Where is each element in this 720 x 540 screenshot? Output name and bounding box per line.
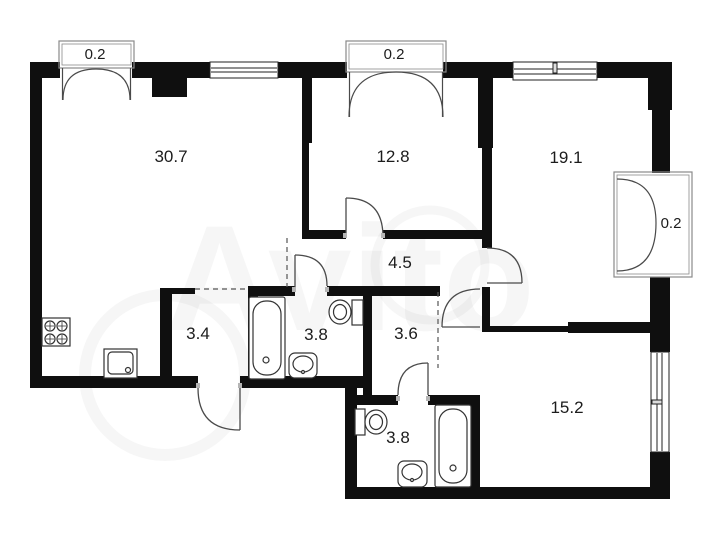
door-bath-bottom — [397, 362, 429, 396]
windows — [209, 61, 670, 453]
toilet-top-icon — [328, 299, 364, 326]
door-hall-to-room19 — [486, 247, 523, 284]
label-bath-top: 3.8 — [304, 325, 328, 344]
wall-segment — [482, 287, 490, 332]
wall-segment — [650, 277, 670, 352]
fixtures — [41, 296, 472, 488]
door-bath-top — [294, 254, 328, 287]
wall-segment — [302, 78, 312, 143]
wall-segment — [428, 395, 472, 405]
window-room15-icon — [650, 351, 670, 453]
bathtub-bottom-icon — [434, 404, 472, 488]
balconies — [58, 40, 693, 278]
wall-segment — [363, 286, 372, 405]
door-room12 — [345, 197, 384, 238]
wall-column — [478, 62, 493, 148]
wall-segment — [470, 395, 480, 495]
wall-segment — [327, 286, 440, 296]
label-hall: 4.5 — [388, 253, 412, 272]
wall-segment — [160, 288, 195, 294]
label-balcony-left: 0.2 — [85, 46, 106, 63]
label-balcony-right: 0.2 — [661, 215, 682, 232]
wall-segment — [278, 62, 347, 78]
label-room-12: 12.8 — [376, 147, 409, 166]
area-labels: 30.7 12.8 19.1 4.5 3.4 3.8 3.6 3.8 15.2 … — [85, 46, 682, 447]
dashed-partitions — [195, 238, 439, 368]
toilet-bottom-icon — [354, 408, 388, 436]
label-living: 30.7 — [154, 147, 187, 166]
window-living-icon — [209, 61, 279, 79]
kitchen-sink-icon — [103, 348, 138, 379]
label-bath-bottom: 3.8 — [386, 428, 410, 447]
wall-segment — [345, 487, 652, 499]
label-balcony-mid: 0.2 — [384, 46, 405, 63]
label-room-15: 15.2 — [550, 398, 583, 417]
wall-segment — [568, 322, 652, 333]
wall-segment — [302, 143, 309, 238]
wall-segment — [383, 230, 483, 239]
wall-segment — [345, 378, 357, 499]
watermark-text: Avito — [165, 194, 534, 362]
bathtub-top-icon — [248, 296, 286, 380]
wall-segment — [482, 148, 492, 248]
doors — [197, 197, 523, 431]
wall-segment — [30, 62, 42, 388]
door-to-room15 — [441, 288, 481, 328]
wall-segment — [302, 230, 346, 239]
label-entry: 3.4 — [186, 324, 210, 343]
door-jambs — [196, 233, 430, 401]
stove-icon — [41, 317, 71, 347]
wall-segment — [345, 395, 398, 405]
balcony-right — [613, 171, 693, 278]
label-room-19: 19.1 — [549, 148, 582, 167]
wall-column — [648, 62, 672, 110]
wall-segment — [483, 326, 570, 332]
balcony-top-left — [58, 40, 135, 101]
wall-segment — [248, 286, 295, 296]
wall-column — [152, 62, 187, 97]
sink-bottom-icon — [397, 460, 428, 488]
entrance-door — [197, 387, 241, 431]
wall-segment — [652, 110, 670, 173]
label-wc: 3.6 — [394, 324, 418, 343]
window-room19-icon — [512, 61, 598, 81]
wall-segment — [650, 452, 670, 499]
sink-top-icon — [288, 352, 318, 379]
wall-segment — [160, 288, 172, 378]
wall-segment — [30, 376, 198, 388]
balcony-top-middle — [345, 40, 447, 118]
